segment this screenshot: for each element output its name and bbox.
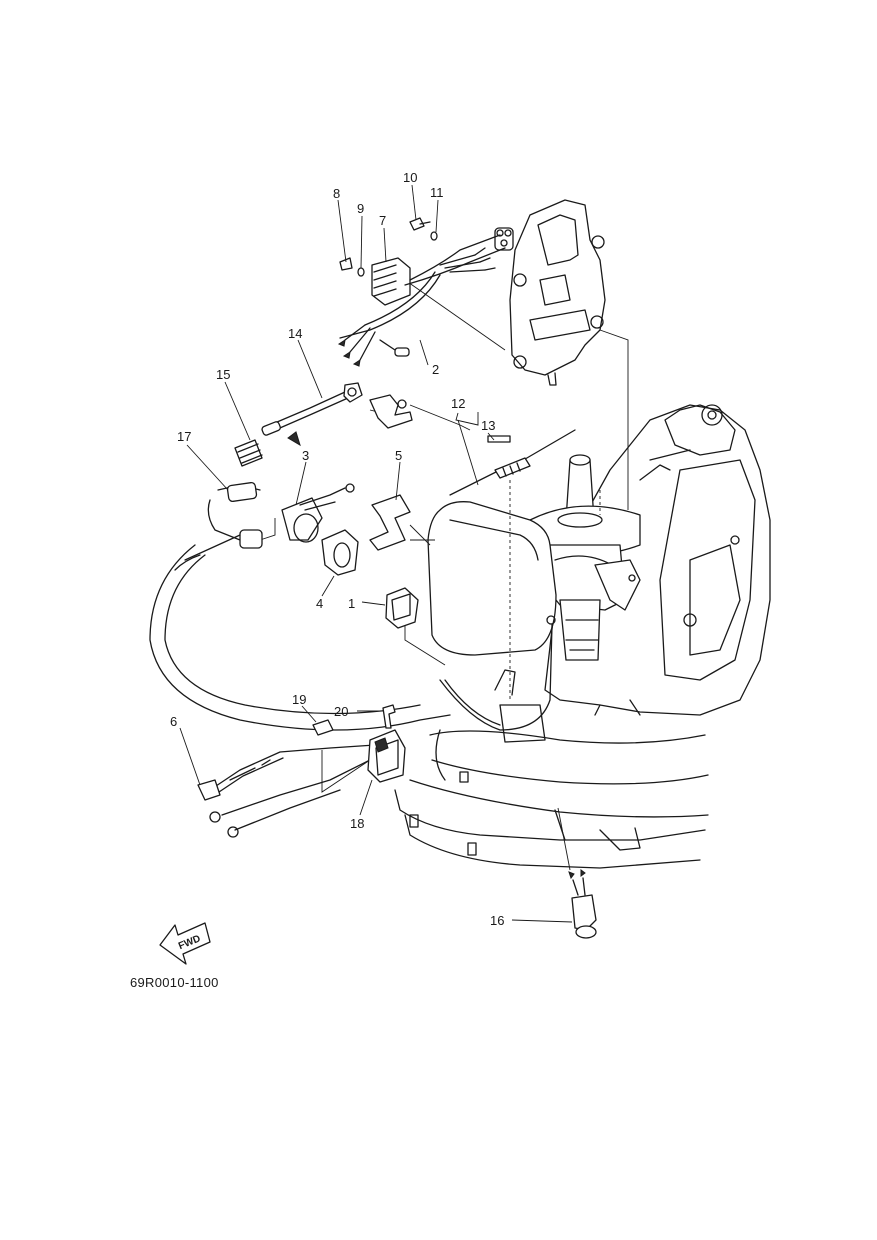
lower-cowling — [394, 669, 709, 869]
callout-12: 12 — [451, 396, 465, 411]
ignition-bracket — [509, 199, 606, 386]
fwd-direction-arrow: FWD — [159, 922, 211, 965]
grommet — [234, 439, 263, 467]
callout-7: 7 — [379, 213, 386, 228]
sensor-probe — [449, 429, 576, 496]
connector-clip — [369, 394, 413, 429]
sender-unit — [568, 869, 597, 939]
callout-labels: 1 2 3 4 5 6 7 8 9 10 11 12 13 14 15 16 1… — [170, 170, 504, 928]
callout-9: 9 — [357, 201, 364, 216]
callout-17: 17 — [177, 429, 191, 444]
battery-cable — [149, 481, 451, 731]
relay-bracket — [369, 494, 411, 551]
starter-relay — [281, 483, 355, 543]
callout-8: 8 — [333, 186, 340, 201]
callout-10: 10 — [403, 170, 417, 185]
rubber-holder — [385, 587, 419, 629]
callout-5: 5 — [395, 448, 402, 463]
crankshaft-assembly — [529, 454, 641, 661]
cable-clamp — [367, 729, 406, 783]
callout-19: 19 — [292, 692, 306, 707]
rectifier-regulator — [371, 227, 514, 306]
callout-6: 6 — [170, 714, 177, 729]
callout-13: 13 — [481, 418, 495, 433]
leader-lines — [259, 279, 629, 871]
electric-box-cover — [427, 501, 557, 656]
callout-4: 4 — [316, 596, 323, 611]
callout-1: 1 — [348, 596, 355, 611]
clip-and-screw — [312, 704, 396, 736]
callout-3: 3 — [302, 448, 309, 463]
wire-harness — [337, 271, 441, 367]
callout-16: 16 — [490, 913, 504, 928]
callout-20: 20 — [334, 704, 348, 719]
relay-holder — [321, 529, 359, 576]
callout-2: 2 — [432, 362, 439, 377]
callout-11: 11 — [430, 185, 444, 200]
connecting-wire — [439, 615, 556, 731]
drawing-code: 69R0010-1100 — [130, 975, 219, 990]
callout-leaders — [179, 184, 573, 923]
callout-15: 15 — [216, 367, 230, 382]
callout-18: 18 — [350, 816, 364, 831]
callout-14: 14 — [288, 326, 302, 341]
ground-lead — [197, 744, 376, 838]
battery-lead — [261, 382, 363, 447]
engine-block — [544, 404, 771, 716]
